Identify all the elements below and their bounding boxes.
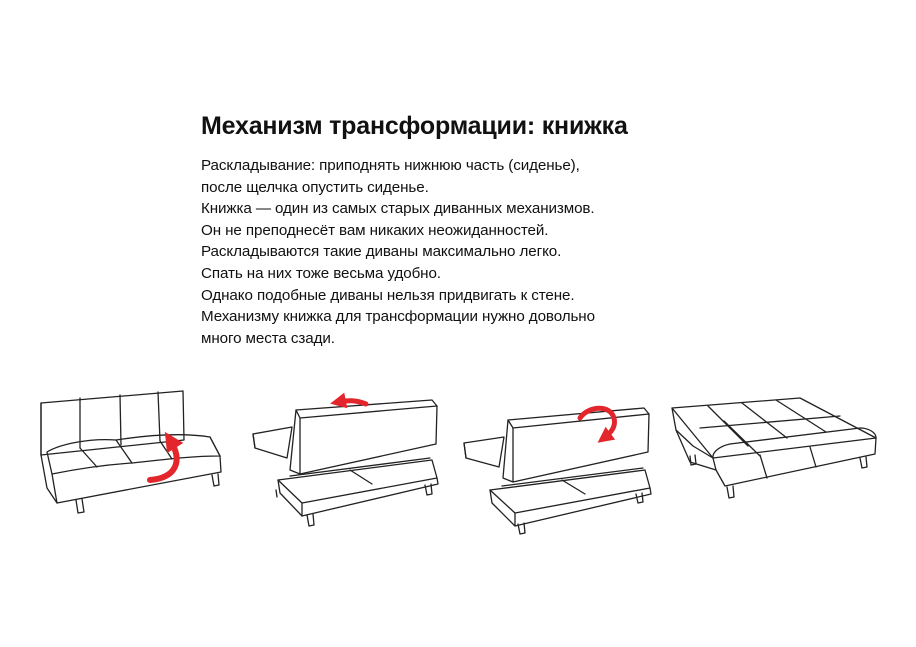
sofa-unfolded-bed-icon bbox=[671, 397, 877, 499]
description-line: после щелчка опустить сиденье. bbox=[201, 178, 429, 196]
description-line: Однако подобные диваны нельзя придвигать… bbox=[201, 286, 575, 304]
back-arrow-icon bbox=[330, 392, 369, 409]
description-line: Спать на них тоже весьма удобно. bbox=[201, 264, 441, 282]
description-line: Раскладывание: приподнять нижнюю часть (… bbox=[201, 157, 580, 174]
description: Раскладывание: приподнять нижнюю часть (… bbox=[201, 155, 595, 349]
description-line: Книжка — один из самых старых диванных м… bbox=[201, 200, 595, 218]
description-line: Механизму книжка для трансформации нужно… bbox=[201, 308, 595, 326]
sofa-seat-lowering-icon bbox=[463, 407, 652, 535]
curved-up-arrow-icon bbox=[147, 431, 184, 483]
page-title: Механизм трансформации: книжка bbox=[201, 112, 628, 140]
sofa-folded-icon bbox=[40, 390, 222, 514]
description-line: много места сзади. bbox=[201, 329, 335, 347]
circular-down-arrow-icon bbox=[577, 405, 617, 443]
sofa-seat-raised-icon bbox=[252, 399, 439, 527]
description-line: Он не преподнесёт вам никаких неожиданно… bbox=[201, 221, 549, 239]
description-line: Раскладываются такие диваны максимально … bbox=[201, 243, 562, 261]
